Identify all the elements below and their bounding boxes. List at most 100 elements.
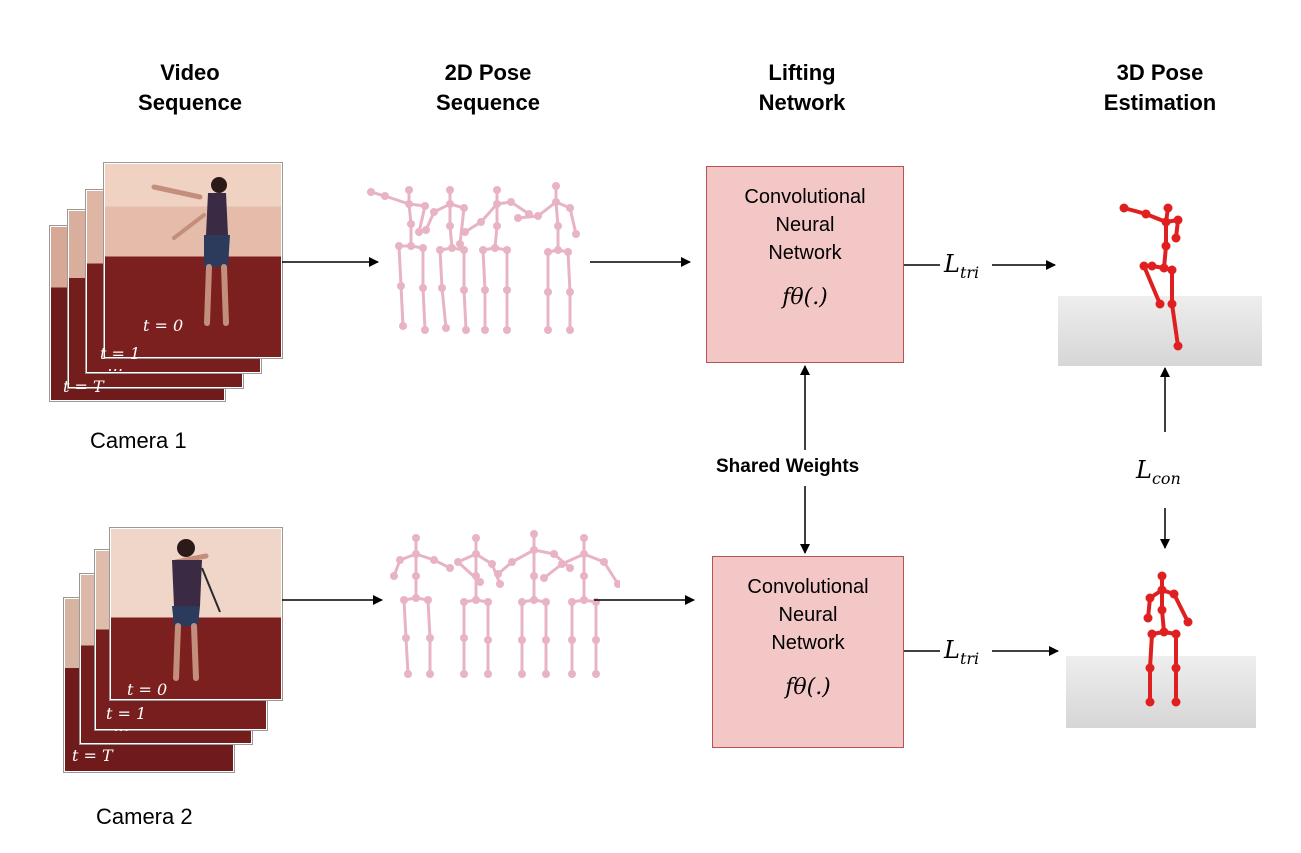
skeleton-joint — [446, 564, 454, 572]
skeleton-joint — [442, 324, 450, 332]
skeleton-joint — [508, 558, 516, 566]
skeleton-joint — [396, 556, 404, 564]
skeleton-joint — [488, 560, 496, 568]
skeleton-joint — [507, 198, 515, 206]
skeleton-bone — [438, 248, 444, 290]
skeleton-joint — [568, 598, 576, 606]
skeleton-joint — [518, 636, 526, 644]
skeleton-joint — [1119, 203, 1129, 213]
skeleton-joint — [542, 670, 550, 678]
skeleton-joint — [472, 550, 480, 558]
skeleton-joint — [568, 636, 576, 644]
skeleton-joint — [544, 288, 552, 296]
skeleton-joint — [530, 530, 538, 538]
skeleton-joint — [397, 282, 405, 290]
skeleton-joint — [1161, 241, 1171, 251]
skeleton-joint — [493, 222, 501, 230]
skeleton-joint — [614, 580, 620, 588]
skeleton-joint — [566, 326, 574, 334]
skeleton-joint — [446, 186, 454, 194]
skeleton-joint — [518, 670, 526, 678]
skeleton-joint — [558, 560, 566, 568]
skeleton-joint — [1145, 593, 1155, 603]
skeleton-joint — [542, 598, 550, 606]
frame-label-tT: t = T — [63, 377, 104, 396]
skeleton-joint — [461, 228, 469, 236]
skeleton-joint — [1167, 299, 1177, 309]
skeleton-joint — [540, 574, 548, 582]
skeleton-joint — [472, 596, 480, 604]
pose-2d-sequence-camera-2 — [390, 530, 620, 678]
skeleton-joint — [566, 204, 574, 212]
skeleton-joint — [438, 284, 446, 292]
skeleton-joint — [446, 222, 454, 230]
skeleton-joint — [460, 286, 468, 294]
skeleton-joint — [460, 598, 468, 606]
skeleton-joint — [1157, 585, 1167, 595]
video-frame — [104, 163, 282, 358]
skeleton-joint — [566, 288, 574, 296]
skeleton-joint — [419, 284, 427, 292]
2d-pose-skeleton — [367, 186, 429, 334]
skeleton-joint — [1147, 261, 1157, 271]
skeleton-joint — [1157, 605, 1167, 615]
frame-label-t0: t = 0 — [127, 680, 168, 699]
skeleton-bone — [421, 286, 427, 332]
frame-label-t0: t = 0 — [143, 316, 184, 335]
skeleton-joint — [1145, 697, 1155, 707]
skeleton-bone — [397, 244, 403, 288]
skeleton-joint — [395, 242, 403, 250]
3d-pose-skeleton — [1119, 203, 1183, 351]
2d-pose-skeleton — [540, 534, 620, 678]
skeleton-joint — [448, 244, 456, 252]
skeleton-joint — [381, 192, 389, 200]
skeleton-joint — [491, 244, 499, 252]
pose-2d-sequence-camera-1 — [367, 182, 580, 334]
skeleton-joint — [514, 214, 522, 222]
person-silhouette — [151, 177, 230, 326]
cnn-box-camera-1: Convolutional Neural Network fθ(.) — [706, 166, 904, 363]
skeleton-joint — [446, 200, 454, 208]
skeleton-joint — [1171, 629, 1181, 639]
skeleton-joint — [493, 200, 501, 208]
skeleton-bone — [402, 598, 408, 640]
skeleton-bone — [417, 204, 427, 234]
skeleton-joint — [1161, 217, 1171, 227]
person-silhouette — [172, 539, 221, 681]
skeleton-joint — [592, 670, 600, 678]
pose-3d-estimate-camera-2 — [1143, 571, 1193, 707]
skeleton-joint — [426, 670, 434, 678]
skeleton-joint — [1159, 627, 1169, 637]
camera-1-label: Camera 1 — [90, 428, 187, 453]
skeleton-joint — [554, 222, 562, 230]
skeleton-joint — [436, 246, 444, 254]
2d-pose-skeleton — [390, 534, 454, 678]
skeleton-joint — [430, 208, 438, 216]
skeleton-bone — [568, 206, 578, 236]
frame-label-ellipsis: ⋯ — [106, 360, 122, 379]
loss-triangulation-1: Ltri — [944, 250, 980, 282]
2d-pose-skeleton — [422, 186, 470, 334]
header-2d-pose-sequence: 2D Pose Sequence — [436, 60, 540, 115]
skeleton-joint — [496, 580, 504, 588]
loss-triangulation-2: Ltri — [944, 636, 980, 668]
skeleton-joint — [503, 246, 511, 254]
skeleton-joint — [484, 636, 492, 644]
skeleton-joint — [530, 572, 538, 580]
skeleton-bone — [404, 636, 410, 676]
skeleton-bone — [1172, 592, 1190, 624]
skeleton-joint — [421, 326, 429, 334]
skeleton-bone — [560, 552, 586, 566]
skeleton-joint — [456, 240, 464, 248]
cnn-box-camera-2: Convolutional Neural Network fθ(.) — [712, 556, 904, 748]
skeleton-joint — [1141, 209, 1151, 219]
skeleton-joint — [534, 212, 542, 220]
skeleton-joint — [407, 242, 415, 250]
skeleton-joint — [1169, 589, 1179, 599]
skeleton-joint — [1183, 617, 1193, 627]
skeleton-joint — [552, 198, 560, 206]
skeleton-joint — [367, 188, 375, 196]
skeleton-joint — [1159, 263, 1169, 273]
skeleton-joint — [580, 596, 588, 604]
skeleton-joint — [460, 204, 468, 212]
